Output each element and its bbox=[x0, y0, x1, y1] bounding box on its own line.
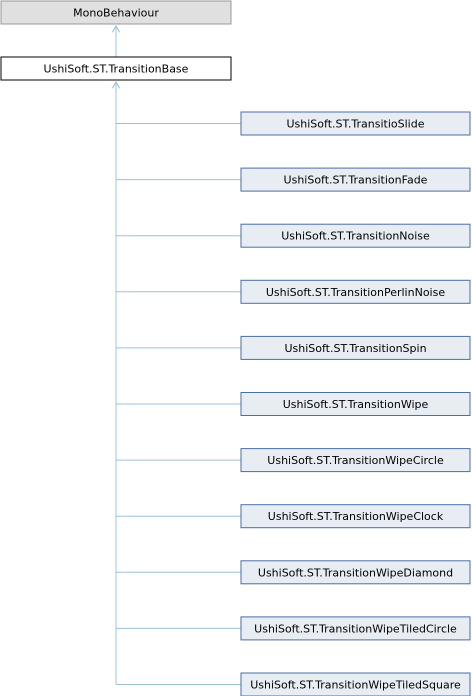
node-monobehaviour-label: MonoBehaviour bbox=[73, 7, 159, 20]
node-transitionnoise-label: UshiSoft.ST.TransitionNoise bbox=[281, 230, 430, 243]
node-transitionwipetiledsquare-box bbox=[240, 672, 471, 696]
node-transitionspin[interactable]: UshiSoft.ST.TransitionSpin bbox=[240, 335, 471, 360]
node-transitionperlinnoise[interactable]: UshiSoft.ST.TransitionPerlinNoise bbox=[240, 279, 471, 304]
node-transitionwipe[interactable]: UshiSoft.ST.TransitionWipe bbox=[240, 392, 471, 416]
node-transitionperlinnoise-label: UshiSoft.ST.TransitionPerlinNoise bbox=[266, 286, 445, 299]
node-transitionnoise-box bbox=[240, 223, 471, 248]
node-transitionfade[interactable]: UshiSoft.ST.TransitionFade bbox=[240, 167, 471, 192]
node-transitionperlinnoise-box bbox=[240, 279, 471, 304]
node-transitionfade-box bbox=[240, 167, 471, 192]
node-transitionwipe-label: UshiSoft.ST.TransitionWipe bbox=[283, 398, 429, 411]
node-monobehaviour[interactable]: MonoBehaviour bbox=[0, 0, 232, 25]
node-transitioslide-box bbox=[240, 111, 471, 136]
node-transitionnoise[interactable]: UshiSoft.ST.TransitionNoise bbox=[240, 223, 471, 248]
node-transitionwipetiledcircle-label: UshiSoft.ST.TransitionWipeTiledCircle bbox=[254, 622, 457, 635]
node-transitionwipeclock[interactable]: UshiSoft.ST.TransitionWipeClock bbox=[240, 504, 471, 529]
node-transitionwipetiledcircle-box bbox=[240, 616, 471, 641]
node-transitionwipeclock-label: UshiSoft.ST.TransitionWipeClock bbox=[268, 510, 444, 523]
derived-class-list: UshiSoft.ST.TransitioSlideUshiSoft.ST.Tr… bbox=[240, 111, 471, 696]
node-transitionwipecircle[interactable]: UshiSoft.ST.TransitionWipeCircle bbox=[240, 448, 471, 473]
node-transitioslide-label: UshiSoft.ST.TransitioSlide bbox=[287, 118, 425, 131]
node-transitionwipediamond-box bbox=[240, 560, 471, 585]
node-transitionwipe-box bbox=[240, 392, 471, 416]
node-transitionspin-label: UshiSoft.ST.TransitionSpin bbox=[284, 342, 426, 355]
node-transitioslide[interactable]: UshiSoft.ST.TransitioSlide bbox=[240, 111, 471, 136]
node-transitionwipeclock-box bbox=[240, 504, 471, 529]
node-transitionwipetiledsquare-label: UshiSoft.ST.TransitionWipeTiledSquare bbox=[250, 679, 461, 692]
node-transition-base-label: UshiSoft.ST.TransitionBase bbox=[44, 63, 189, 76]
node-transitionwipetiledsquare[interactable]: UshiSoft.ST.TransitionWipeTiledSquare bbox=[240, 672, 471, 696]
connector-lines bbox=[116, 26, 241, 685]
node-transition-base[interactable]: UshiSoft.ST.TransitionBase bbox=[0, 56, 232, 81]
node-transitionwipecircle-box bbox=[240, 448, 471, 473]
node-transitionwipediamond[interactable]: UshiSoft.ST.TransitionWipeDiamond bbox=[240, 560, 471, 585]
node-transitionwipediamond-label: UshiSoft.ST.TransitionWipeDiamond bbox=[258, 566, 453, 579]
node-transitionfade-label: UshiSoft.ST.TransitionFade bbox=[284, 174, 428, 187]
node-transitionspin-box bbox=[240, 335, 471, 360]
node-transitionwipecircle-label: UshiSoft.ST.TransitionWipeCircle bbox=[267, 454, 444, 467]
node-transitionwipetiledcircle[interactable]: UshiSoft.ST.TransitionWipeTiledCircle bbox=[240, 616, 471, 641]
